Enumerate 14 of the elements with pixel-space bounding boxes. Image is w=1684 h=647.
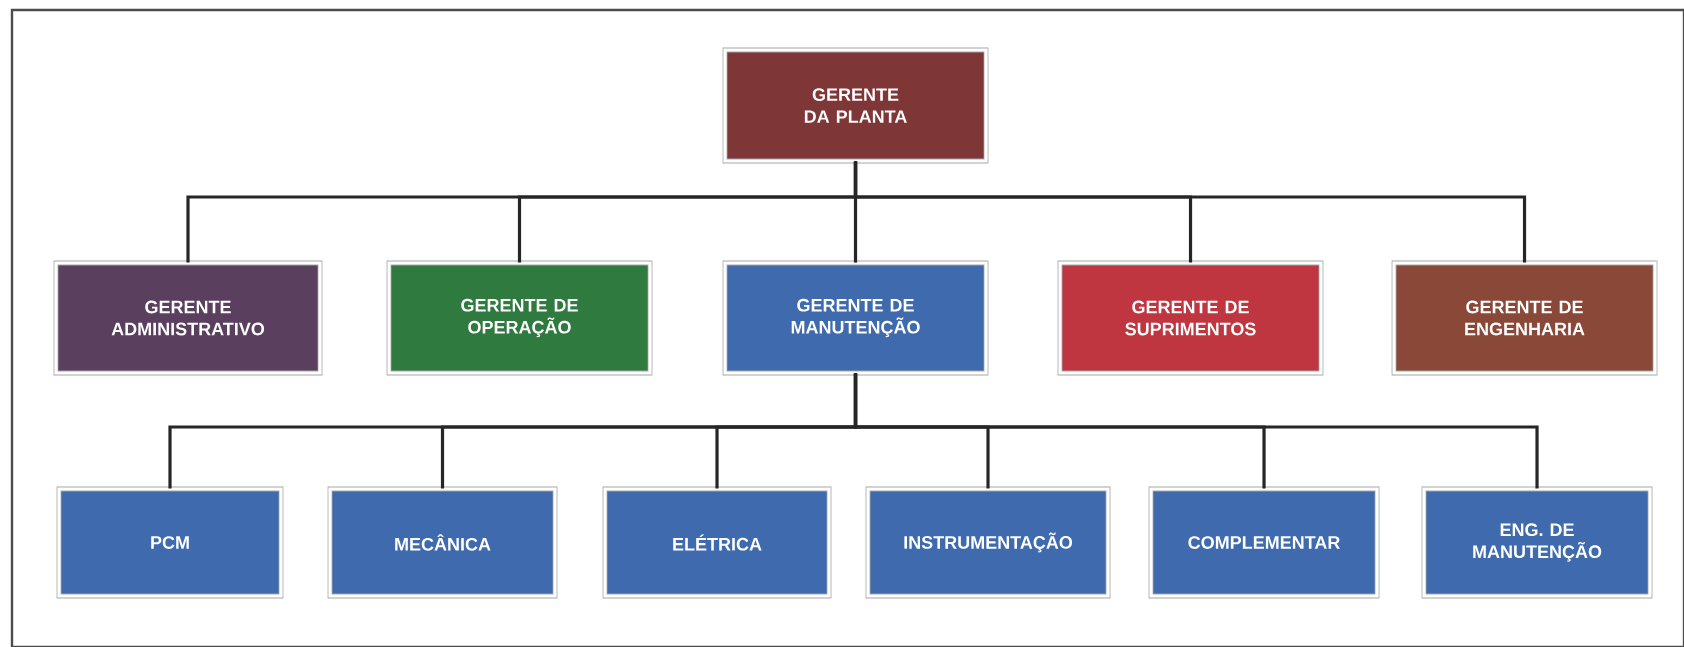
org-box: GERENTE DE ENGENHARIA bbox=[1391, 260, 1658, 376]
org-box: GERENTE DA PLANTA bbox=[722, 47, 989, 164]
org-box: ENG. DE MANUTENÇÃO bbox=[1421, 486, 1653, 599]
org-box: GERENTE DE OPERAÇÃO bbox=[386, 260, 653, 376]
org-box: INSTRUMENTAÇÃO bbox=[865, 486, 1111, 599]
connector-line bbox=[853, 161, 1527, 263]
org-box: MECÂNICA bbox=[327, 486, 558, 599]
org-box: PCM bbox=[56, 486, 284, 599]
connector-line bbox=[853, 373, 1539, 489]
org-box: ELÉTRICA bbox=[602, 486, 832, 599]
org-box: COMPLEMENTAR bbox=[1148, 486, 1380, 599]
org-box: GERENTE DE MANUTENÇÃO bbox=[722, 260, 989, 376]
org-box: GERENTE DE SUPRIMENTOS bbox=[1057, 260, 1324, 376]
org-box: GERENTE ADMINISTRATIVO bbox=[53, 260, 323, 376]
